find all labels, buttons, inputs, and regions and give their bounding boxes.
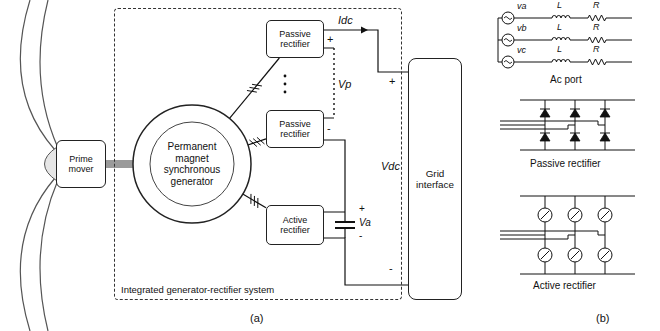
polarity-sign: - <box>359 230 362 241</box>
diode-bar <box>540 109 610 133</box>
stator-ring <box>133 105 251 223</box>
inductor-label: L <box>557 45 562 55</box>
polarity-sign: - <box>389 262 393 274</box>
node-text: Active rectifier <box>267 215 323 236</box>
switch-slash <box>541 211 609 259</box>
system-boundary: Integrated generator-rectifier system Per… <box>114 8 402 300</box>
sine-symbol <box>504 17 512 64</box>
panel-label: (b) <box>596 312 609 324</box>
inductor-label: L <box>557 23 562 33</box>
node-text: Prime mover <box>57 154 105 175</box>
capacitor-symbol <box>335 222 355 228</box>
current-label: Idc <box>338 14 353 26</box>
dc-bus-wire <box>324 30 408 72</box>
system-caption: Integrated generator-rectifier system <box>121 285 274 296</box>
resistor-label: R <box>593 1 600 11</box>
ellipsis-dot <box>284 83 287 86</box>
resistor-label: R <box>593 23 600 33</box>
dc-wire <box>324 48 345 238</box>
port-label: Ac port <box>550 74 582 85</box>
node-text: Permanent magnet synchronous generator <box>154 141 230 187</box>
phase-hatch <box>254 196 255 206</box>
inductor-label: L <box>557 1 562 11</box>
prime-mover-box: Prime mover <box>56 140 106 188</box>
polarity-sign: - <box>327 122 331 134</box>
circuit-label: Passive rectifier <box>530 158 601 169</box>
polarity-sign: + <box>327 33 333 45</box>
bridge-wire <box>500 196 635 274</box>
phase-hatch <box>250 194 251 204</box>
grid-interface-box: Grid interface <box>408 58 462 300</box>
turbine-blade <box>40 180 58 331</box>
phase-hatch <box>257 198 258 208</box>
three-phase-line <box>248 139 266 145</box>
inductor-symbol <box>552 16 570 63</box>
source-label: vb <box>517 24 527 34</box>
voltage-label: Vdc <box>381 160 400 172</box>
turbine-blade <box>40 0 58 148</box>
rectifier-box: Passive rectifier <box>266 110 324 148</box>
dc-bus-wire <box>324 238 408 285</box>
phase-hatch <box>247 90 257 92</box>
circuit-label: Active rectifier <box>533 280 596 291</box>
resistor-symbol <box>588 15 606 65</box>
phase-hatch <box>250 87 260 89</box>
resistor-label: R <box>593 45 600 55</box>
rotor-ring <box>150 122 234 206</box>
source-label: va <box>517 2 527 12</box>
voltage-label: Vp <box>338 78 351 90</box>
generator-circle: Permanent magnet synchronous generator <box>132 104 252 224</box>
source-label: vc <box>517 46 526 56</box>
phase-hatch <box>257 137 265 144</box>
polarity-sign: + <box>389 75 395 87</box>
rectifier-box: Passive rectifier <box>266 20 324 58</box>
phase-hatch <box>252 84 262 86</box>
node-text: Grid interface <box>409 168 461 191</box>
node-text: Passive rectifier <box>267 29 323 50</box>
diode-symbol <box>540 109 610 141</box>
bridge-wire <box>500 100 635 150</box>
node-text: Passive rectifier <box>267 119 323 140</box>
ellipsis-dot <box>284 75 287 78</box>
rectifier-box: Active rectifier <box>266 205 324 245</box>
drive-shaft <box>106 160 133 168</box>
ellipsis-dot <box>284 91 287 94</box>
series-dots <box>333 48 334 118</box>
voltage-label: Va <box>359 217 371 228</box>
panel-label: (a) <box>250 312 263 324</box>
three-phase-line <box>243 194 266 208</box>
polarity-sign: + <box>359 203 365 214</box>
